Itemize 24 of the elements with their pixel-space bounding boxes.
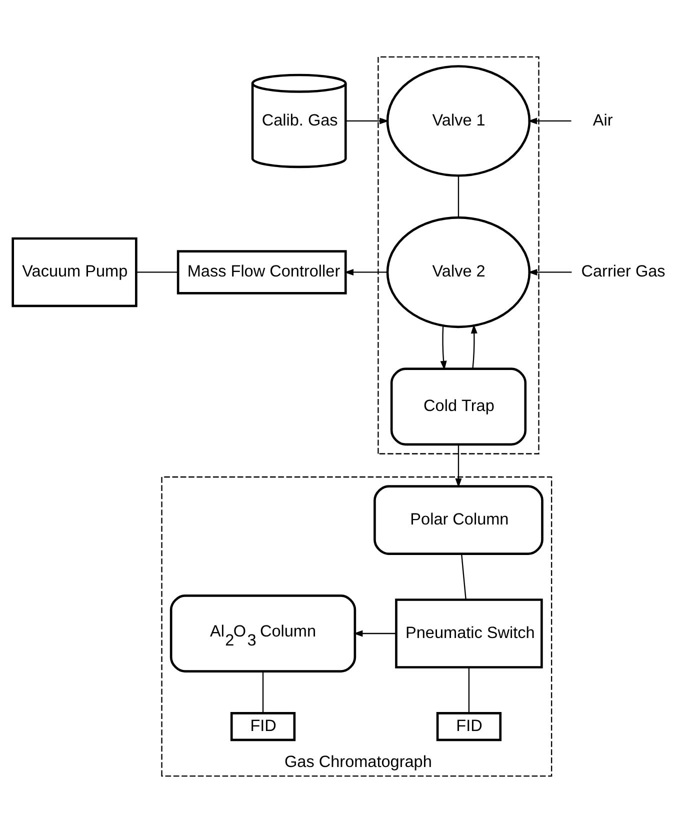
node-text: Air: [592, 111, 613, 130]
arrow: [353, 630, 396, 637]
connector: [262, 672, 264, 713]
connector: [136, 272, 178, 273]
arrow: [440, 326, 447, 370]
connector: [460, 554, 466, 600]
node-box: FID: [230, 712, 296, 742]
connector: [458, 176, 460, 218]
node-box: Cold Trap: [390, 368, 527, 446]
arrow: [344, 268, 388, 276]
arrow: [455, 444, 462, 488]
node-box: Vacuum Pump: [12, 237, 138, 308]
node-box: FID: [436, 712, 502, 742]
node-box: Pneumatic Switch: [395, 598, 543, 668]
node-box: Mass Flow Controller: [176, 250, 347, 294]
arrow: [528, 118, 572, 124]
arrow: [470, 324, 478, 369]
node-ellipse: Valve 1: [386, 65, 531, 177]
arrow: [528, 268, 572, 276]
node-ellipse: Valve 2: [386, 216, 531, 328]
node-box: Polar Column: [374, 485, 544, 555]
node-text: Carrier Gas: [581, 262, 666, 281]
arrow: [346, 118, 389, 124]
connector: [468, 667, 470, 714]
